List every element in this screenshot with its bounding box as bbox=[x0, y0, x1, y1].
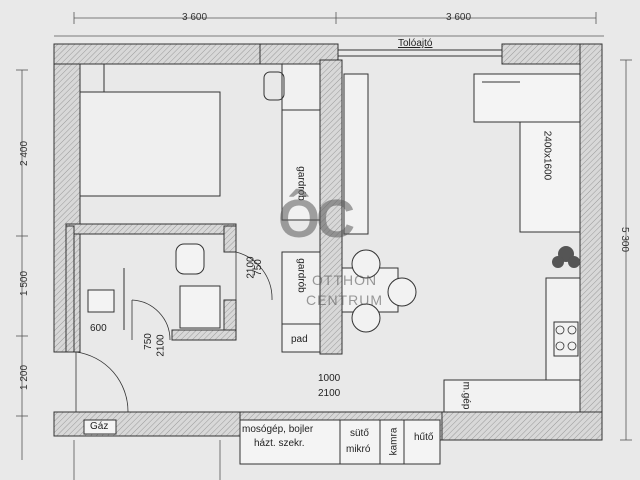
dim-left-2: 1 500 bbox=[19, 270, 31, 297]
watermark-logo: ÔC bbox=[278, 189, 355, 249]
bottom-cabinets bbox=[239, 419, 441, 465]
fridge-label: hűtő bbox=[414, 432, 434, 443]
microwave-label: mikró bbox=[346, 444, 371, 455]
living-furniture bbox=[341, 73, 417, 333]
kitchen-counters bbox=[443, 277, 581, 413]
entry-door-width: 1000 bbox=[318, 373, 341, 384]
walls bbox=[53, 43, 603, 441]
pad-label: pad bbox=[291, 334, 308, 345]
oven-label: sütő bbox=[350, 428, 369, 439]
storage-label: házt. szekr. bbox=[254, 438, 305, 449]
gas-label: Gáz bbox=[90, 421, 109, 432]
sofa-label: 2400x1600 bbox=[541, 130, 553, 181]
bath-door-height: 2100 bbox=[245, 256, 257, 279]
bed bbox=[79, 63, 221, 197]
dim-top-right: 3 600 bbox=[446, 12, 472, 23]
sliding-door-label: Tolóajtó bbox=[398, 38, 433, 49]
sliding-door bbox=[338, 49, 502, 57]
watermark-line1: OTTHON bbox=[312, 272, 378, 288]
dim-left-1: 2 400 bbox=[19, 140, 31, 167]
dim-right-1: 5 300 bbox=[619, 226, 631, 253]
dimension-lines bbox=[16, 12, 632, 480]
hall-wardrobe-label: gardrób bbox=[295, 258, 307, 293]
sofa bbox=[473, 73, 581, 233]
bedroom-wardrobe bbox=[263, 63, 321, 221]
hall-storage bbox=[281, 251, 321, 353]
watermark-line2: CENTRUM bbox=[306, 292, 383, 308]
entry-door-height: 2100 bbox=[318, 388, 341, 399]
plant-icon bbox=[552, 246, 580, 268]
gas-box bbox=[83, 419, 117, 435]
dishwasher-label: m.gép bbox=[460, 381, 472, 410]
bath-window-label: 600 bbox=[90, 323, 107, 334]
washer-label: mosógép, bojler bbox=[242, 424, 314, 435]
pantry-label: kamra bbox=[388, 427, 400, 456]
door-swings bbox=[75, 251, 273, 413]
wc-door-height: 2100 bbox=[155, 334, 167, 357]
dim-top-left: 3 600 bbox=[182, 12, 208, 23]
dim-left-3: 1 200 bbox=[19, 364, 31, 391]
wc-door-width: 750 bbox=[142, 333, 154, 350]
cooktop-icon bbox=[555, 325, 577, 351]
bathroom-fixtures bbox=[87, 243, 221, 330]
